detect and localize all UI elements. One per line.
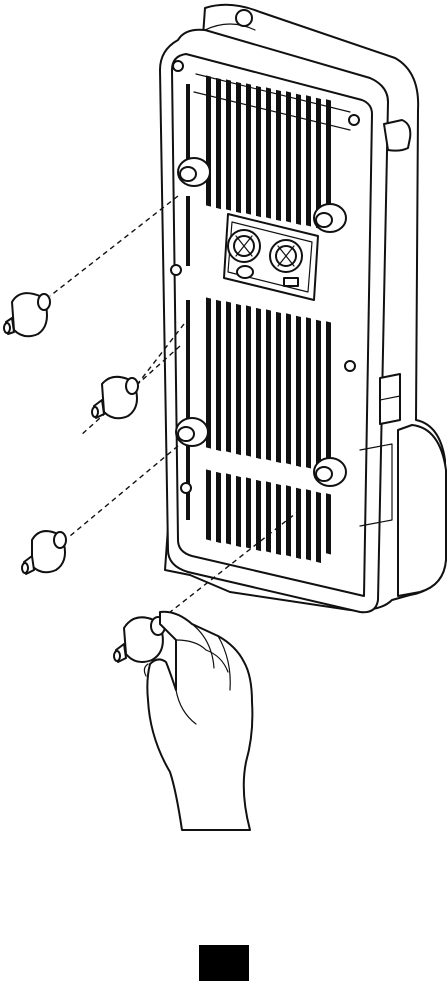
mounted-foot-1 (178, 158, 210, 186)
connector-right (270, 240, 302, 272)
held-foot (114, 617, 165, 662)
loose-foot-3 (22, 531, 66, 574)
mounted-foot-2 (314, 204, 346, 232)
mounted-foot-3 (176, 418, 208, 446)
connector-left (228, 230, 260, 262)
page-marker (199, 945, 249, 981)
loose-foot-2 (92, 377, 138, 418)
loose-foot-1 (4, 293, 50, 336)
device-chassis (160, 5, 446, 612)
mounted-foot-4 (314, 458, 346, 486)
